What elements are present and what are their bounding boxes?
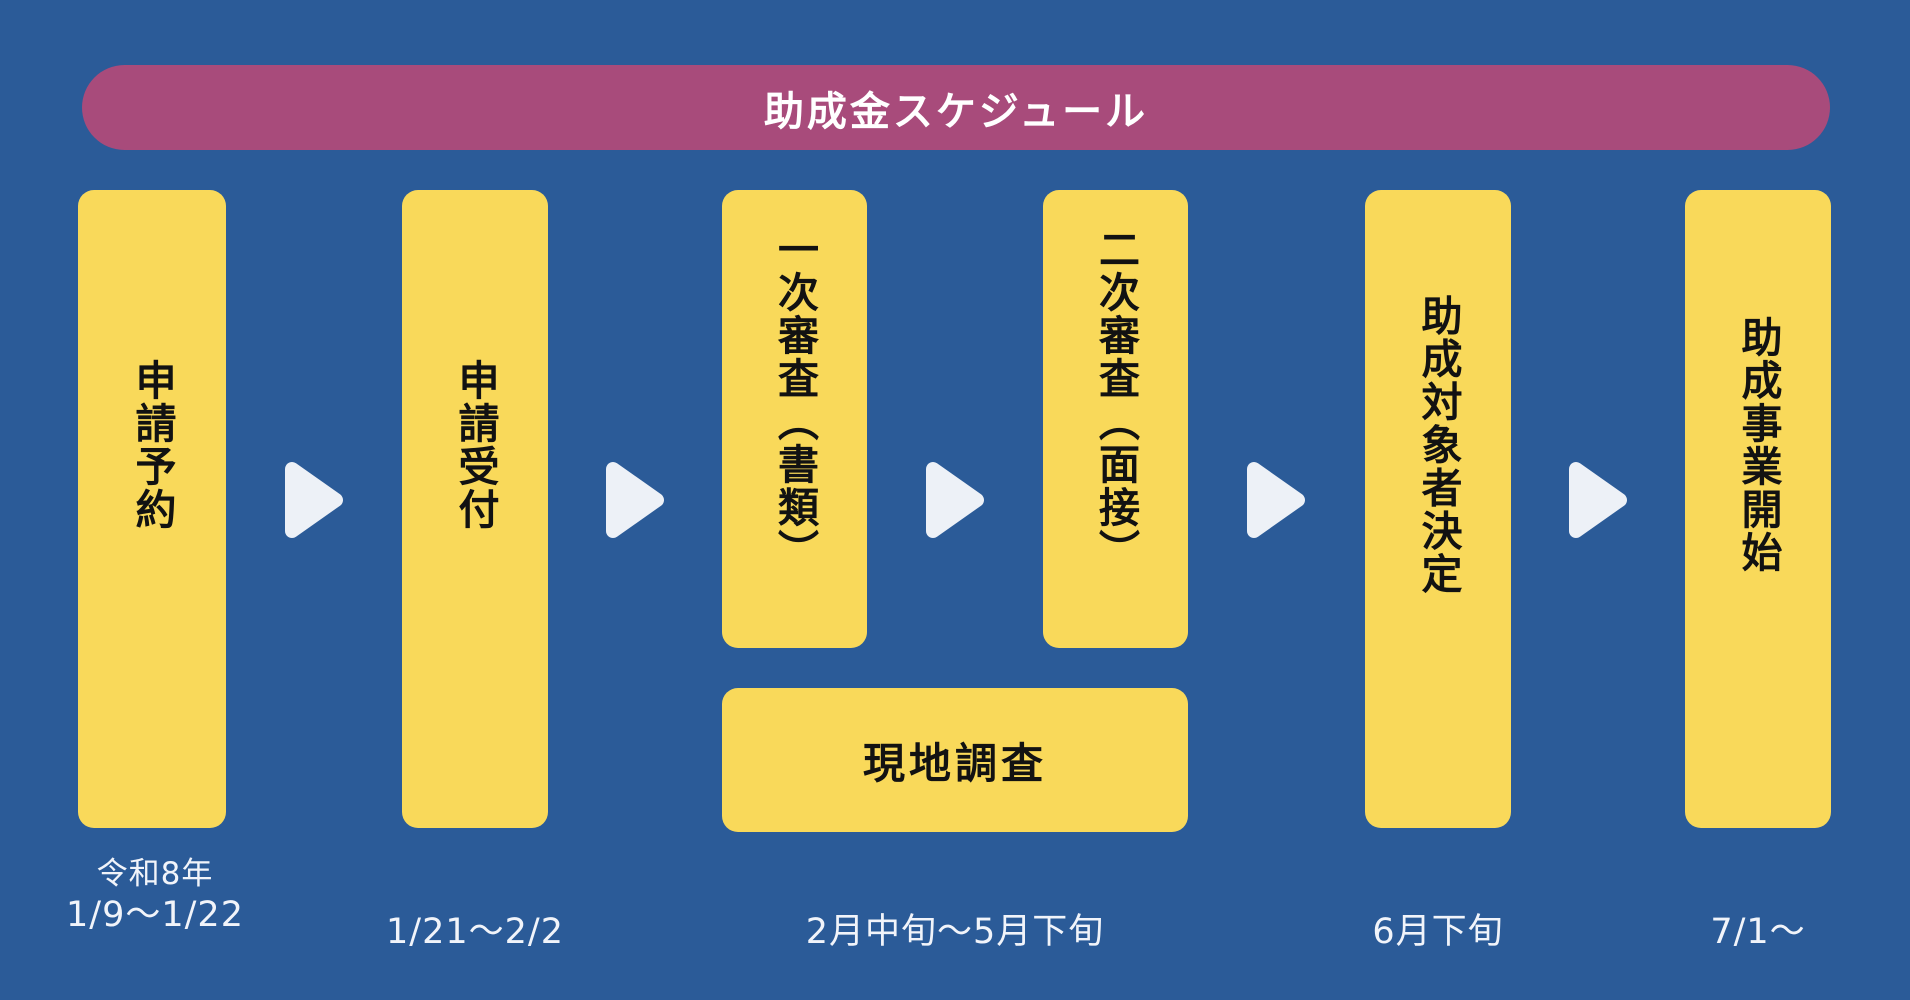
- step-box-recipient-decision: 助成対象者決定: [1365, 190, 1511, 828]
- step-box-application-reservation: 申請予約: [78, 190, 226, 828]
- site-survey-box: 現地調査: [722, 688, 1188, 832]
- title-banner: 助成金スケジュール: [82, 65, 1830, 150]
- date-label-decision: 6月下旬: [1372, 912, 1504, 952]
- arrow-right-icon: [925, 461, 985, 539]
- step-box-project-start: 助成事業開始: [1685, 190, 1831, 828]
- step-label-second-screening: 二次審査（面接）: [1091, 228, 1140, 572]
- step-label-application-reservation: 申請予約: [128, 359, 176, 531]
- date-label-screening-period: 2月中旬〜5月下旬: [805, 912, 1105, 952]
- step-label-recipient-decision: 助成対象者決定: [1414, 294, 1462, 596]
- step-label-application-acceptance: 申請受付: [451, 359, 499, 531]
- date-label-step2: 1/21〜2/2: [386, 912, 564, 952]
- step-label-project-start: 助成事業開始: [1734, 316, 1782, 574]
- step-box-application-acceptance: 申請受付: [402, 190, 548, 828]
- arrow-right-icon: [284, 461, 344, 539]
- date-era-note: 令和8年: [96, 856, 214, 892]
- step-box-second-screening: 二次審査（面接）: [1043, 190, 1188, 648]
- site-survey-label: 現地調査: [862, 738, 1047, 788]
- arrow-right-icon: [605, 461, 665, 539]
- step-box-first-screening: 一次審査（書類）: [722, 190, 867, 648]
- date-label-start: 7/1〜: [1710, 912, 1806, 952]
- page-title: 助成金スケジュール: [763, 88, 1149, 135]
- arrow-right-icon: [1246, 461, 1306, 539]
- date-label-step1: 令和8年 1/9〜1/22: [5, 856, 305, 937]
- date-range: 1/9〜1/22: [66, 894, 244, 935]
- step-label-first-screening: 一次審査（書類）: [770, 228, 819, 572]
- arrow-right-icon: [1568, 461, 1628, 539]
